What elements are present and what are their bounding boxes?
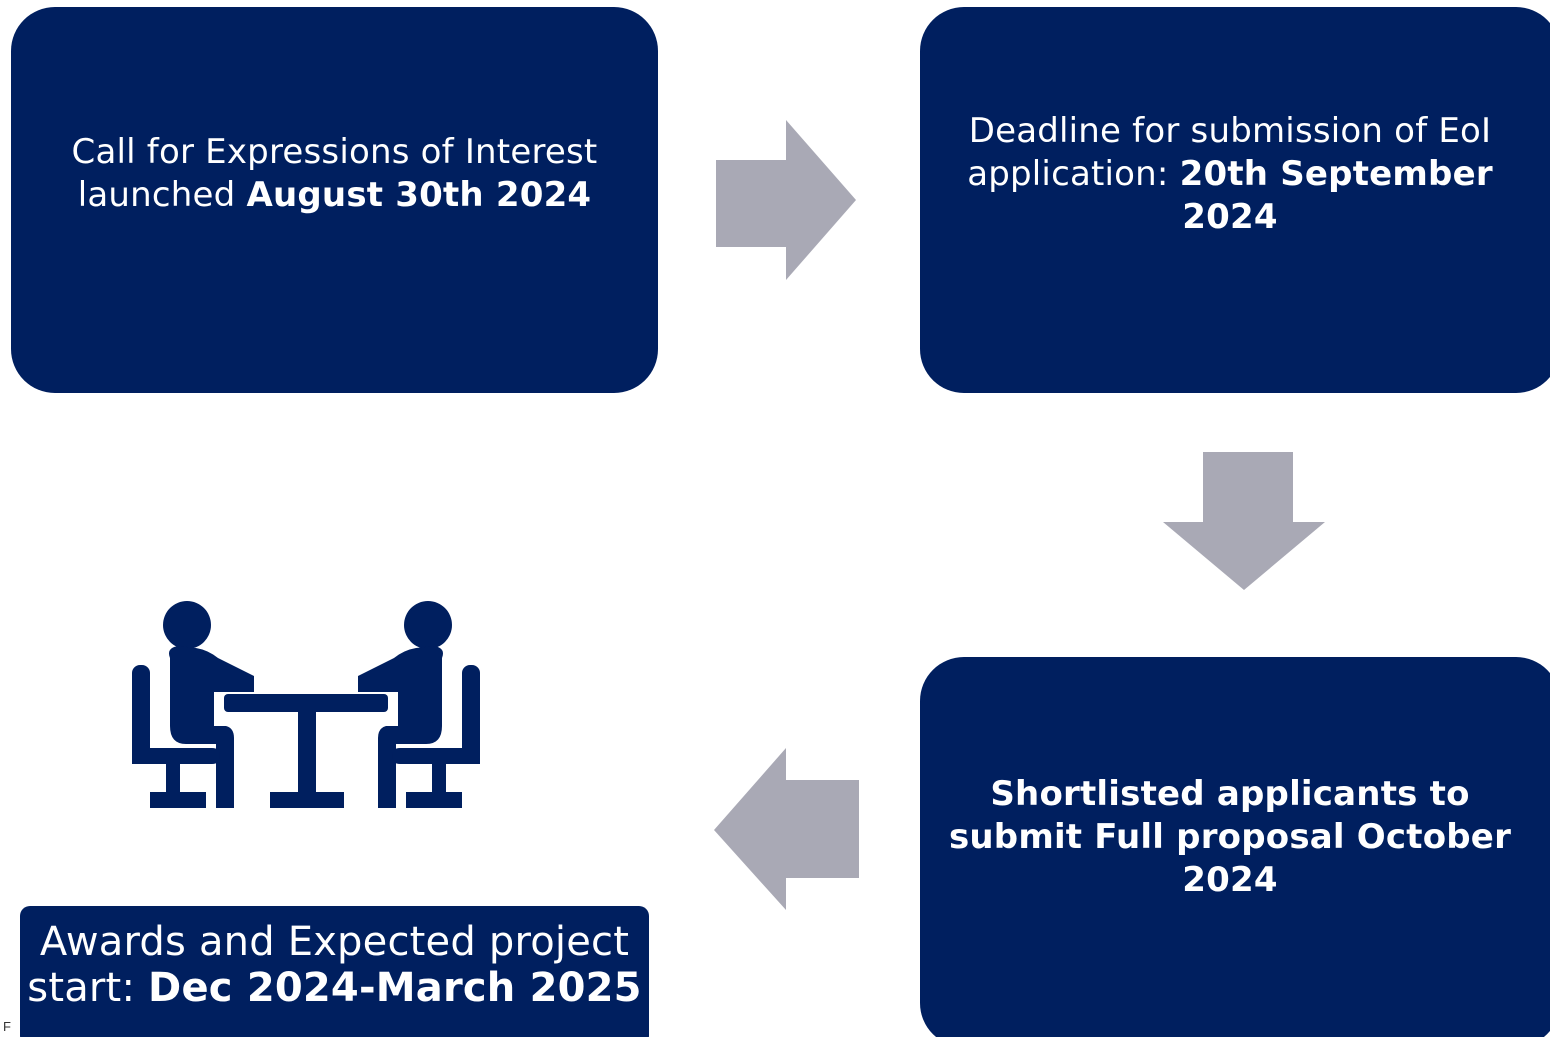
arrow-down-icon	[1163, 452, 1325, 590]
step-1-box: Call for Expressions of Interest launche…	[11, 7, 658, 393]
arrow-left-shape	[714, 748, 859, 910]
meeting-people-icon	[132, 601, 480, 808]
step-3-text-bold: Shortlisted applicants to submit Full pr…	[948, 773, 1512, 900]
step-2-text: Deadline for submission of EoI applicati…	[928, 110, 1532, 239]
arrow-right-shape	[716, 120, 856, 280]
step-3-box: Shortlisted applicants to submit Full pr…	[920, 657, 1550, 1037]
step-1-text-regular: Call for Expressions of Interest launche…	[71, 132, 598, 215]
arrow-left-icon	[714, 748, 859, 910]
step-2-text-bold: 20th September 2024	[1179, 153, 1493, 237]
step-4-text: Awards and Expected project start: Dec 2…	[20, 919, 649, 1011]
step-1-text: Call for Expressions of Interest launche…	[11, 131, 658, 217]
footnote-text: F	[3, 1019, 11, 1034]
step-2-text-regular: Deadline for submission of EoI applicati…	[967, 110, 1492, 194]
meeting-people-shapes	[132, 601, 480, 808]
step-2-box: Deadline for submission of EoI applicati…	[920, 7, 1550, 393]
step-3-text: Shortlisted applicants to submit Full pr…	[928, 773, 1532, 902]
step-1-text-bold: August 30th 2024	[246, 175, 592, 215]
arrow-right-icon	[716, 120, 856, 280]
step-4-text-regular: Awards and Expected project start:	[27, 919, 630, 1011]
step-4-box: Awards and Expected project start: Dec 2…	[20, 906, 649, 1037]
step-4-text-bold: Dec 2024-March 2025	[148, 965, 642, 1011]
arrow-down-shape	[1163, 452, 1325, 590]
